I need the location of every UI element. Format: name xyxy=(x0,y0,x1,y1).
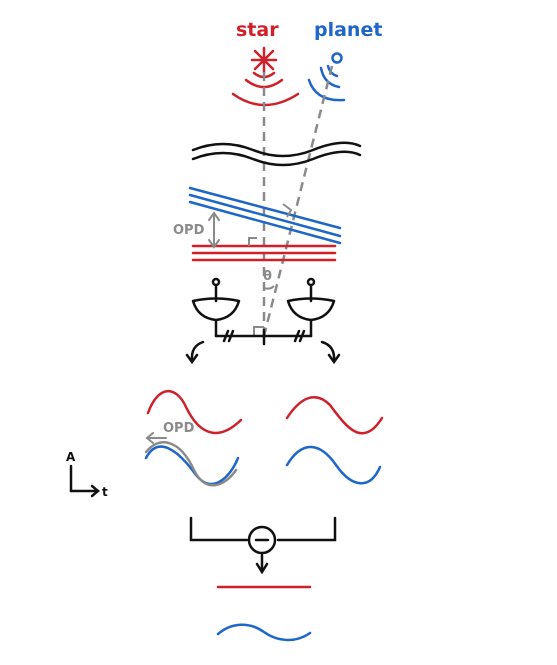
star-wavefronts xyxy=(191,244,337,262)
output-arrows xyxy=(185,340,341,365)
dish-antenna-icon xyxy=(286,277,336,338)
minus-circle-icon xyxy=(247,525,277,555)
dish-antenna-icon xyxy=(191,277,241,338)
time-axis-label: t xyxy=(102,485,108,499)
star-label: star xyxy=(236,19,279,41)
amplitude-axis-label: A xyxy=(66,450,76,464)
planet-output-wave xyxy=(216,623,312,642)
planet-circle-icon xyxy=(331,52,343,64)
star-wave-right xyxy=(285,396,384,435)
star-burst-icon xyxy=(250,46,278,74)
planet-label: planet xyxy=(314,19,382,41)
shifted-planet-wave xyxy=(144,441,238,487)
theta-arc xyxy=(263,285,275,290)
line-of-sight-dashed xyxy=(262,65,334,337)
atmosphere-wavy-lines xyxy=(191,141,362,167)
baseline xyxy=(214,328,313,346)
opd-label: OPD xyxy=(173,223,205,238)
opd-shift-arrow xyxy=(145,432,167,444)
star-emission-arcs xyxy=(231,71,300,107)
star-wave-left xyxy=(146,389,243,435)
opd-double-arrow xyxy=(208,211,220,249)
planet-wave-right xyxy=(285,445,382,485)
combiner-bracket xyxy=(189,516,337,575)
right-angle-markers xyxy=(248,203,293,336)
opd-wave-label: OPD xyxy=(163,421,195,436)
amplitude-time-axes xyxy=(69,464,100,498)
theta-label: θ xyxy=(263,269,272,284)
planet-wavefronts xyxy=(188,186,342,245)
